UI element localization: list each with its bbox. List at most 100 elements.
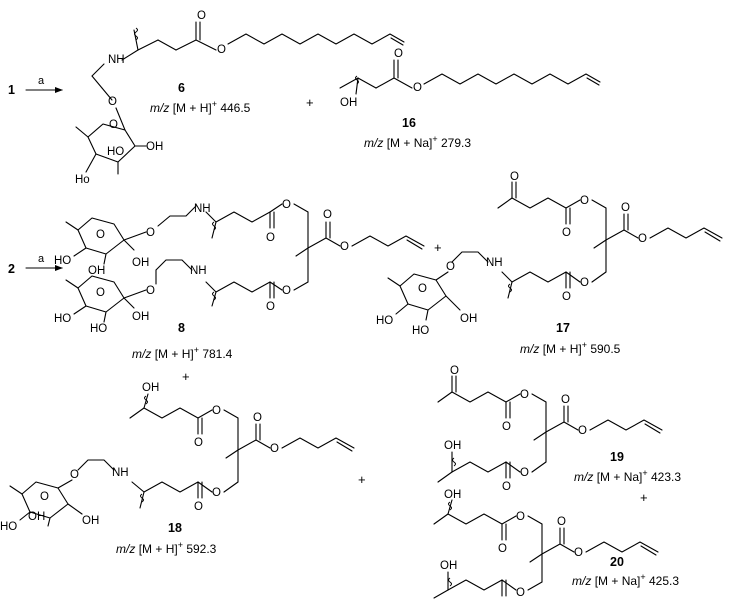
glyco-bond-6: [115, 107, 126, 131]
atom-o-18c: O: [253, 412, 262, 424]
plus-2: +: [182, 369, 190, 384]
compound-6-structure: NH O O O O OH HO Ho: [75, 10, 405, 186]
atom-nh-18: NH: [112, 467, 129, 479]
linker-6b: [91, 75, 103, 89]
compound-20-structure: OH O O O O O OH: [433, 489, 659, 599]
atom-nh-8b: NH: [190, 265, 207, 277]
atom-o-19d: O: [578, 425, 587, 437]
plus-1: +: [306, 95, 314, 110]
acyl-8a: [215, 211, 271, 223]
plus-4: +: [358, 472, 366, 487]
atom-o-19f: O: [502, 481, 511, 493]
compound-number-8: 8: [178, 321, 185, 335]
ms-19: m/z [M + Na]+ 423.3: [574, 468, 681, 484]
oh-8a3: [123, 239, 135, 251]
ester-8c: [325, 237, 341, 247]
lev-chain-19: [451, 391, 507, 403]
atom-oh-8b2: OH: [132, 311, 149, 323]
chain-20b: [447, 579, 503, 591]
atom-o-ring-17: O: [418, 283, 427, 295]
atom-o-ring-8b: O: [96, 287, 105, 299]
stereo-wavy-8a: [212, 221, 216, 231]
methyl-20b: [433, 589, 449, 599]
alkene-8: [406, 239, 423, 250]
ester-18c: [255, 439, 271, 449]
ester-16: [393, 77, 413, 89]
atom-ho-6: Ho: [75, 174, 90, 186]
linker-6c: [91, 63, 105, 77]
chain-6e: [175, 39, 197, 51]
atom-oh-6b: HO: [107, 146, 124, 158]
ms-16: m/z [M + Na]+ 279.3: [364, 134, 471, 150]
quat-ester-20: [541, 543, 561, 555]
compound-18-structure: OH O O O O O O NH O O HO OH OH: [0, 382, 355, 533]
compound-number-20: 20: [610, 555, 624, 569]
oh-8a1: [73, 247, 87, 257]
atom-o-20b: O: [498, 543, 507, 555]
alkene-20: [640, 545, 657, 556]
methyl-18a: [129, 407, 145, 419]
methyl-sugar-17: [387, 277, 401, 287]
compound-19-labels: 19 m/z [M + Na]+ 423.3 +: [574, 450, 681, 505]
atom-ho-17: HO: [376, 315, 393, 327]
atom-oh-6a: OH: [146, 141, 163, 153]
atom-o-17b: O: [562, 227, 571, 239]
stereo-wavy-16: [355, 75, 359, 85]
methyl-6: [75, 126, 89, 138]
stereo-wavy-20a: [448, 501, 452, 511]
reagent-a-label-1: a: [38, 75, 45, 87]
ester-18a: [197, 409, 213, 419]
atom-ho-8a: HO: [54, 255, 71, 267]
och2-19b: [531, 461, 547, 473]
ester-19a: [505, 393, 521, 403]
och2-20b: [527, 581, 543, 591]
oh-17a: [395, 303, 409, 315]
oh-8b1: [73, 305, 87, 315]
quat-methyl-17: [593, 239, 607, 249]
oh-8a2: [103, 253, 107, 265]
och2-18b: [223, 481, 239, 493]
ester-19b: [505, 461, 521, 473]
och2-17a: [591, 199, 607, 209]
oh-20a: [447, 499, 453, 515]
quat-methyl-8: [295, 247, 309, 257]
methyl-17: [507, 281, 513, 299]
atom-o-6a: O: [108, 96, 117, 108]
atom-nh-6: NH: [108, 54, 125, 66]
quat-ester-8: [307, 237, 327, 249]
atom-o-17f: O: [562, 291, 571, 303]
alkene-19: [644, 423, 661, 434]
alkene-6: [390, 37, 404, 46]
atom-o-18a: O: [212, 405, 221, 417]
decenyl-16: [423, 73, 601, 85]
compound-6-labels: 6 m/z [M + H]+ 446.5: [150, 81, 251, 115]
oh-18b: [47, 517, 51, 527]
atom-oh-19: OH: [444, 440, 461, 452]
ms-18: m/z [M + H]+ 592.3: [116, 540, 217, 556]
compound-number-19: 19: [610, 450, 624, 464]
compound-8-structure: NH NH O O O O O O O O O O HO OH OH HO HO…: [54, 199, 425, 335]
atom-nh-17: NH: [486, 257, 503, 269]
quat-methyl-20: [529, 553, 543, 563]
quat-methyl-18: [225, 449, 239, 459]
stereo-wavy-17: [508, 283, 512, 293]
atom-o-8c: O: [282, 199, 291, 211]
atom-o-17a: O: [580, 195, 589, 207]
och2-19a: [531, 393, 547, 403]
compound-17-structure: O O O O O O O NH O O HO HO OH: [376, 171, 723, 337]
atom-o-8a: O: [146, 227, 155, 239]
atom-oh-8a2: OH: [132, 257, 149, 269]
pentenyl-20: [585, 541, 659, 553]
lev-chain-17: [511, 197, 567, 209]
ester-20a: [501, 515, 517, 525]
ms-8: m/z [M + H]+ 781.4: [132, 345, 233, 361]
linker-18: [77, 459, 115, 471]
compound-19-structure: O O O O O O O OH: [437, 365, 663, 493]
reaction-1: 1 a: [8, 75, 63, 97]
atom-o-18d: O: [270, 443, 279, 455]
chain-6a: [121, 49, 139, 61]
quat-ester-18: [237, 439, 257, 451]
oh-18c: [67, 503, 83, 515]
compound-18-labels: 18 m/z [M + H]+ 592.3: [116, 521, 217, 556]
glyco-17: [435, 271, 449, 281]
